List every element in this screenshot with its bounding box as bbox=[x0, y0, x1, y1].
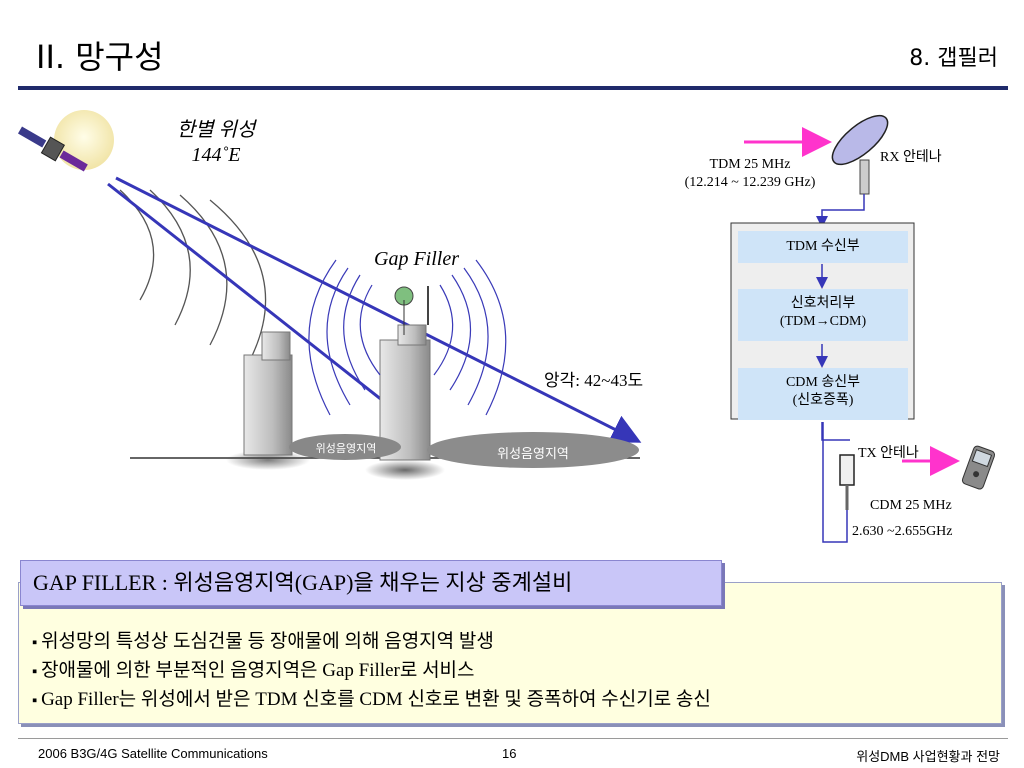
page-title: II. 망구성 bbox=[36, 38, 164, 76]
block-cdm-transmitter: CDM 송신부 (신호증폭) bbox=[738, 368, 908, 420]
summary-bullets: 위성망의 특성상 도심건물 등 장애물에 의해 음영지역 발생 장애물에 의한 … bbox=[32, 628, 711, 715]
block-tdm-receiver: TDM 수신부 bbox=[738, 231, 908, 263]
gap-filler-waves bbox=[308, 259, 507, 416]
building-left-icon bbox=[226, 331, 310, 470]
block-cdm-transmitter-desc: (신호증폭) bbox=[792, 393, 854, 408]
block-signal-processor-desc: (TDM→CDM) bbox=[779, 314, 867, 329]
tdm-range: (12.214 ~ 12.239 GHz) bbox=[684, 175, 816, 190]
block-signal-processor-name: 신호처리부 bbox=[790, 296, 856, 311]
satellite-position: 144˚E bbox=[191, 144, 241, 166]
block-cdm-transmitter-name: CDM 송신부 bbox=[785, 375, 861, 390]
receiver-phone-icon bbox=[961, 445, 996, 490]
summary-bullet: 장애물에 의한 부분적인 음영지역은 Gap Filler로 서비스 bbox=[32, 657, 711, 686]
shadow-area-small-shape bbox=[289, 434, 401, 460]
satellite-label: 한별 위성 144˚E bbox=[168, 118, 264, 168]
tdm-bandwidth: TDM 25 MHz bbox=[709, 157, 791, 172]
rx-feed-line bbox=[816, 194, 865, 228]
footer-rule bbox=[18, 738, 1008, 739]
cdm-range: 2.630 ~2.655GHz bbox=[852, 524, 953, 539]
summary-bullet: Gap Filler는 위성에서 받은 TDM 신호를 CDM 신호로 변환 및… bbox=[32, 686, 711, 715]
summary-title: GAP FILLER : 위성음영지역(GAP)을 채우는 지상 중계설비 bbox=[20, 560, 722, 606]
satellite-glow bbox=[54, 110, 114, 170]
cdm-bandwidth: CDM 25 MHz bbox=[870, 498, 952, 513]
gap-filler-label: Gap Filler bbox=[374, 248, 459, 270]
footer-right: 위성DMB 사업현황과 전망 bbox=[856, 749, 1000, 764]
tx-antenna-label: TX 안테나 bbox=[858, 446, 919, 461]
satellite-name: 한별 위성 bbox=[176, 119, 256, 141]
shadow-area-large-shape bbox=[427, 432, 639, 468]
page-number: 16 bbox=[502, 746, 517, 761]
tx-antenna-icon bbox=[839, 454, 855, 510]
rx-antenna-label: RX 안테나 bbox=[880, 150, 942, 165]
tx-feed-line bbox=[821, 422, 850, 441]
shadow-area-small-label: 위성음영지역 bbox=[315, 442, 377, 455]
header-rule bbox=[18, 86, 1008, 90]
tdm-frequency: TDM 25 MHz (12.214 ~ 12.239 GHz) bbox=[650, 156, 850, 192]
shadow-area-large-label: 위성음영지역 bbox=[497, 447, 569, 462]
block-signal-processor: 신호처리부 (TDM→CDM) bbox=[738, 289, 908, 341]
beam-to-shadow-large bbox=[115, 176, 642, 443]
rx-antenna-icon bbox=[831, 114, 889, 195]
beam-to-shadow-small bbox=[107, 182, 425, 434]
satellite-icon bbox=[18, 126, 88, 172]
section-label: 8. 갭필러 bbox=[909, 46, 998, 71]
summary-bullet: 위성망의 특성상 도심건물 등 장애물에 의해 음영지역 발생 bbox=[32, 628, 711, 657]
gap-filler-diagram bbox=[18, 110, 642, 480]
footer-left: 2006 B3G/4G Satellite Communications bbox=[38, 746, 268, 761]
elevation-label: 앙각: 42~43도 bbox=[544, 371, 644, 390]
tx-cable bbox=[822, 422, 848, 543]
